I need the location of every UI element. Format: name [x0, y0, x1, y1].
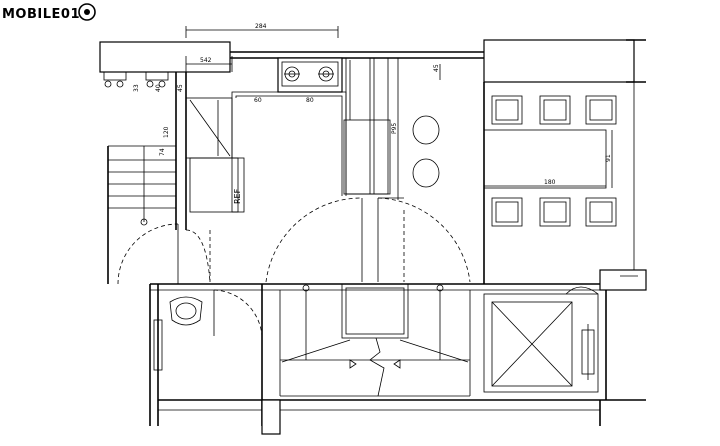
dim-table-length: 180	[544, 179, 556, 186]
cooktop	[277, 57, 343, 93]
kitchen-counter: 60 80	[231, 91, 347, 196]
dim-hood: 542	[200, 57, 212, 64]
kitchen-left-block	[175, 72, 239, 230]
watermark-text: MOBILE01	[2, 7, 80, 22]
dim-counter-left: 60	[254, 97, 262, 104]
dim-stub-a: 33	[133, 84, 140, 92]
dim-counter-mid: 80	[306, 97, 314, 104]
left-stair: 74 120	[107, 126, 177, 284]
fridge: REF	[231, 157, 245, 213]
center-door-arcs	[185, 197, 471, 283]
bathroom	[149, 284, 263, 426]
dim-corridor-small: 74	[159, 148, 166, 156]
tall-counter: P95	[343, 57, 399, 200]
dim-corridor-depth: 120	[163, 126, 170, 138]
watermark-logo: MOBILE01	[2, 3, 96, 22]
dim-top-width: 284	[255, 23, 267, 30]
stair-core	[279, 283, 471, 397]
wall-fixtures	[103, 71, 169, 88]
dim-stub-c: 45	[177, 84, 184, 92]
right-wall	[483, 82, 635, 284]
door-swing-left	[117, 223, 179, 285]
dining-chairs	[491, 95, 617, 227]
dimension-hood: 542	[185, 56, 233, 72]
middle-wall	[150, 269, 647, 291]
dimension-top: 284	[185, 23, 339, 38]
dining-table: 180 91	[483, 129, 613, 189]
dim-table-width: 91	[605, 154, 612, 162]
elevator	[483, 286, 607, 400]
fridge-label: REF	[233, 188, 242, 204]
dining-area: 45	[412, 64, 441, 188]
dim-counter-depth: P95	[391, 123, 398, 134]
dim-stub-b: 40	[155, 84, 162, 92]
bottom-wall	[158, 399, 646, 435]
top-wall	[99, 39, 646, 83]
dim-wall-depth: 45	[433, 64, 440, 72]
stub-dims: 33 40 45	[133, 84, 184, 92]
